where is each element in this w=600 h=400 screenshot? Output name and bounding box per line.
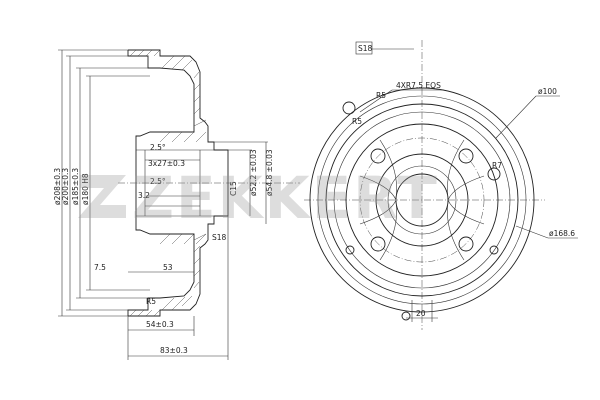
dim-53: 53: [163, 263, 173, 272]
section-hatching: [129, 49, 207, 317]
label-s18: S18: [212, 233, 227, 242]
flange-circle: [345, 123, 499, 277]
bolt-circle: [359, 137, 485, 263]
bolt-hole: [458, 236, 474, 252]
front-label-d100: ø100: [538, 87, 557, 96]
watermark-text: ZEKKERT: [132, 164, 439, 232]
vent-hole: [489, 245, 499, 255]
dim-d208: ø208±0.3: [53, 168, 62, 205]
vent-hole: [401, 311, 411, 321]
front-view: S18 4XR7.5 EQS ø100 ø168.6 R5 R5 R7 20: [304, 40, 578, 330]
front-label-d1686: ø168.6: [549, 229, 575, 238]
hub-circle: [375, 153, 469, 247]
front-label-r7: R7: [492, 161, 502, 170]
watermark: ZEKKERT: [78, 164, 439, 232]
bolt-hole: [370, 148, 386, 164]
label-d52: ø52.2 ±0.03: [249, 149, 258, 196]
watermark-logo-mark: [78, 175, 126, 218]
drum-profile-upper: [128, 49, 229, 183]
front-label-holes: 4XR7.5 EQS: [396, 81, 441, 90]
bolt-hole-outer: [342, 101, 356, 115]
label-bevel-top: 2.5°: [150, 143, 166, 152]
bolt-holes: [342, 101, 501, 321]
axial-dimensions: 53 R5 54±0.3 83±0.3: [127, 216, 229, 360]
dim-d185: ø185±0.3: [71, 168, 80, 205]
front-label-r5b: R5: [352, 117, 362, 126]
dim-d200: ø200±0.3: [61, 168, 70, 205]
drum-rim-circle: [325, 103, 519, 297]
drum-profile-lower: [128, 183, 229, 317]
label-r5: R5: [146, 297, 156, 306]
dim-83: 83±0.3: [160, 346, 188, 355]
label-75: 7.5: [94, 263, 106, 272]
label-box-s18: [355, 41, 373, 55]
dim-54: 54±0.3: [146, 320, 174, 329]
bolt-hole-outer: [487, 167, 501, 181]
drum-outer-circle: [309, 87, 535, 313]
vent-hole: [345, 245, 355, 255]
label-ref32: 3.2: [138, 191, 150, 200]
front-label-w20: 20: [416, 309, 426, 318]
section-view: ø208±0.3 ø200±0.3 ø185±0.3 ø180 H8 2.5° …: [53, 49, 300, 360]
bolt-hole: [458, 148, 474, 164]
dim-d180: ø180 H8: [81, 173, 90, 205]
hub-ribs: [359, 139, 485, 261]
bolt-hole: [370, 236, 386, 252]
front-label-r5a: R5: [376, 91, 386, 100]
front-label-s18: S18: [358, 44, 373, 53]
label-bore: 3x27±0.3: [148, 159, 185, 168]
label-d54: ø54.8 ±0.03: [265, 149, 274, 196]
label-bevel-mid: 2.5°: [150, 177, 166, 186]
label-c15: C15: [229, 181, 238, 196]
diameter-dimensions: ø208±0.3 ø200±0.3 ø185±0.3 ø180 H8: [53, 49, 150, 317]
